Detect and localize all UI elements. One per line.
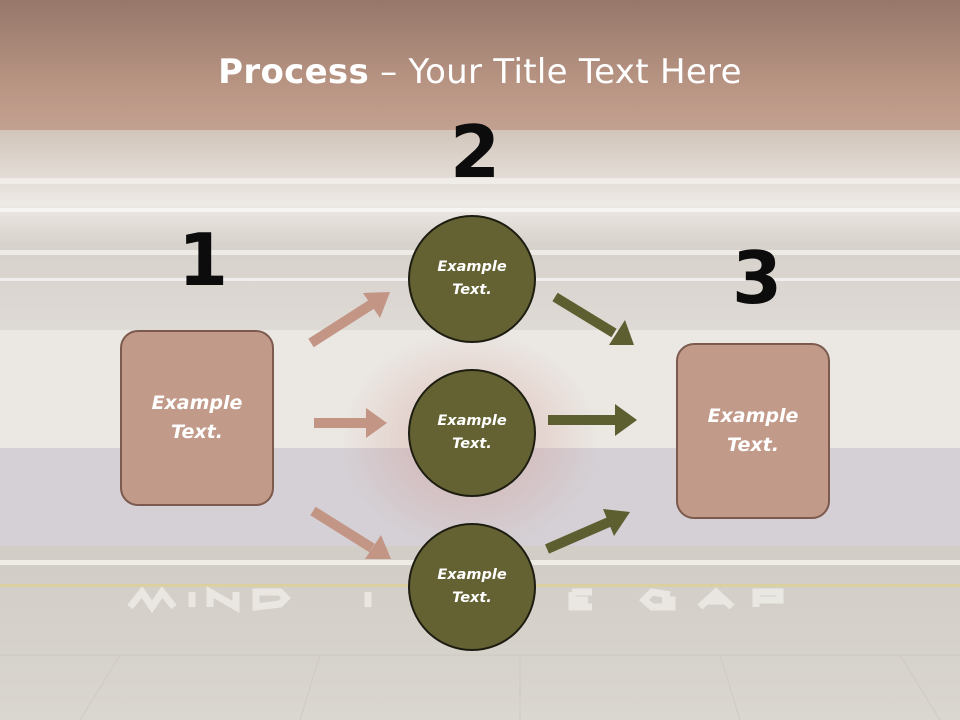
step-1-text-line1: Example: [151, 392, 243, 414]
node-bottom-text: Example Text.: [422, 564, 522, 610]
title-bold: Process: [218, 52, 370, 92]
node-middle-text: Example Text.: [422, 410, 522, 456]
step-3-box[interactable]: Example Text.: [676, 343, 830, 519]
node-top-text-line1: Example: [437, 259, 507, 275]
node-middle-text-line2: Text.: [452, 436, 492, 452]
slide-title: Process – Your Title Text Here: [0, 52, 960, 92]
step-3-text-line1: Example: [707, 405, 799, 427]
step-2-node-middle[interactable]: Example Text.: [408, 369, 536, 497]
node-bottom-text-line2: Text.: [452, 590, 492, 606]
node-middle-text-line1: Example: [437, 413, 507, 429]
node-bottom-text-line1: Example: [437, 567, 507, 583]
title-rest: – Your Title Text Here: [369, 52, 742, 92]
step-1-text: Example Text.: [132, 389, 262, 447]
step-1-box[interactable]: Example Text.: [120, 330, 274, 506]
step-1-text-line2: Text.: [171, 421, 223, 443]
node-top-text: Example Text.: [422, 256, 522, 302]
node-top-text-line2: Text.: [452, 282, 492, 298]
step-number-3: 3: [732, 236, 783, 320]
step-number-1: 1: [178, 218, 229, 302]
step-3-text: Example Text.: [688, 402, 818, 460]
step-2-node-top[interactable]: Example Text.: [408, 215, 536, 343]
step-2-node-bottom[interactable]: Example Text.: [408, 523, 536, 651]
step-3-text-line2: Text.: [727, 434, 779, 456]
step-number-2: 2: [450, 110, 501, 194]
